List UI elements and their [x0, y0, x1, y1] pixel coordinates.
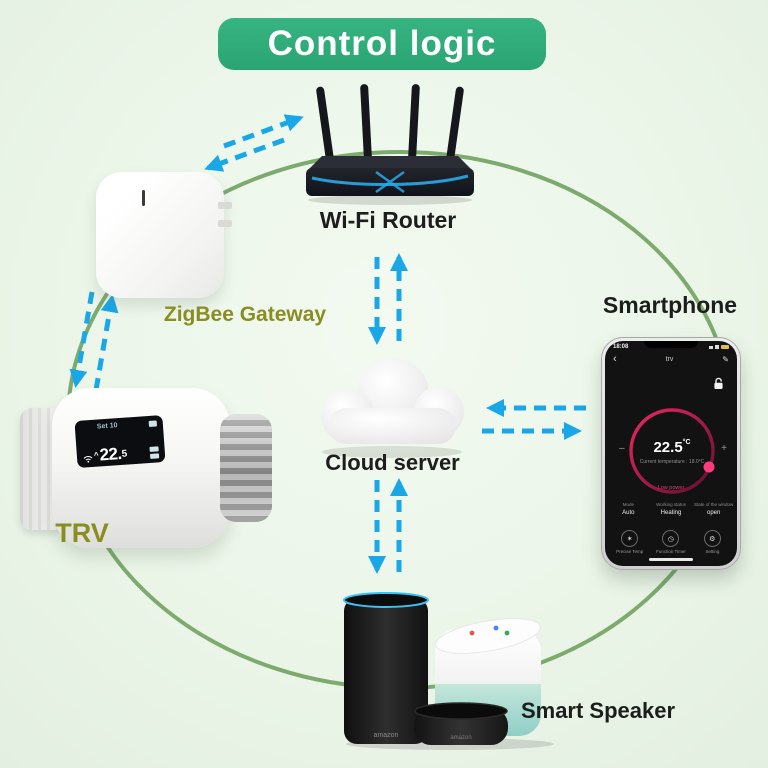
gateway-plug-prong: [218, 202, 232, 209]
status-icons: [709, 345, 729, 349]
wifi-icon: [83, 456, 93, 463]
home-indicator: [649, 558, 693, 561]
window-state-stat: State of the window open: [694, 502, 734, 516]
increase-temp-button[interactable]: +: [721, 443, 727, 454]
phone-screen: 18:08 ‹ trv ✎: [605, 341, 737, 566]
gateway-plug-prong: [218, 220, 232, 227]
battery-icon: [149, 446, 160, 459]
gear-icon: ⚙: [709, 535, 716, 543]
amazon-logo: amazon: [450, 735, 471, 741]
green-led: [504, 630, 510, 636]
edit-icon[interactable]: ✎: [722, 355, 729, 364]
trv-valve-nut: [220, 414, 272, 522]
mode-stat: Mode Auto: [622, 502, 635, 516]
wifi-router-device: [306, 84, 474, 205]
unlock-icon[interactable]: [713, 377, 724, 395]
temperature-dial[interactable]: [620, 399, 724, 503]
gateway-label: ZigBee Gateway: [163, 303, 327, 326]
bottom-button-row: ✶ Precise Temp ◷ Function Timer ⚙ Settin…: [609, 530, 733, 554]
gateway-led-slot: [142, 190, 145, 206]
app-title: trv: [665, 356, 674, 363]
router-antennas: [316, 84, 464, 161]
caret-icon: ^: [93, 450, 99, 460]
phone-notch: [644, 341, 698, 348]
trv-temp: 22.: [98, 443, 123, 465]
arrow-trv-to-gateway: [93, 294, 119, 391]
trv-body: [52, 388, 230, 548]
trv-set-label: Set 10: [96, 422, 118, 431]
trv-temp-decimal: 5: [121, 448, 128, 460]
back-icon[interactable]: ‹: [613, 353, 617, 365]
smartphone-device: 18:08 ‹ trv ✎: [601, 337, 741, 570]
title-banner: Control logic: [218, 18, 546, 70]
working-status-stat: Working status Heating: [656, 502, 686, 516]
arrow-gateway-to-trv: [69, 291, 95, 388]
speaker-label: Smart Speaker: [520, 698, 676, 723]
app-nav-bar: ‹ trv ✎: [613, 353, 729, 365]
trv-display: Set 10 ^ 22. 5: [74, 414, 166, 469]
status-bar: 18:08: [613, 344, 729, 350]
echo-dot-speaker: amazon: [414, 702, 508, 745]
setting-button[interactable]: ⚙ Setting: [692, 530, 733, 554]
low-power-warning: Low power: [657, 485, 685, 491]
zigbee-gateway-device: [96, 172, 232, 298]
clock-icon: ◷: [667, 535, 675, 543]
echo-speaker: amazon: [343, 592, 429, 744]
trv-device: Set 10 ^ 22. 5: [20, 388, 272, 550]
red-led: [469, 630, 475, 636]
blue-led: [493, 625, 499, 631]
arrow-gateway-to-router: [223, 114, 304, 149]
current-temperature: Current temperature : 18.0°C: [639, 459, 705, 465]
page-title: Control logic: [267, 24, 497, 63]
cloud-server: [321, 358, 464, 458]
precise-temp-button[interactable]: ✶ Precise Temp: [609, 530, 650, 554]
battery-icon: [721, 345, 729, 349]
cloud-label: Cloud server: [325, 450, 460, 475]
status-time: 18:08: [613, 344, 629, 350]
router-label: Wi-Fi Router: [319, 207, 457, 233]
amazon-logo: amazon: [374, 732, 399, 739]
arrow-router-to-gateway: [204, 137, 285, 172]
smartphone-label: Smartphone: [602, 292, 738, 318]
function-timer-button[interactable]: ◷ Function Timer: [650, 530, 691, 554]
set-temperature: 22.5°C: [653, 439, 691, 456]
decrease-temp-button[interactable]: –: [619, 443, 625, 454]
dial-handle[interactable]: [703, 461, 715, 473]
smart-speaker-group: amazon amazon: [343, 592, 554, 750]
status-row: Mode Auto Working status Heating State o…: [607, 502, 735, 516]
star-icon: ✶: [626, 535, 633, 543]
calendar-icon: [148, 419, 158, 427]
trv-label: TRV: [55, 518, 109, 548]
